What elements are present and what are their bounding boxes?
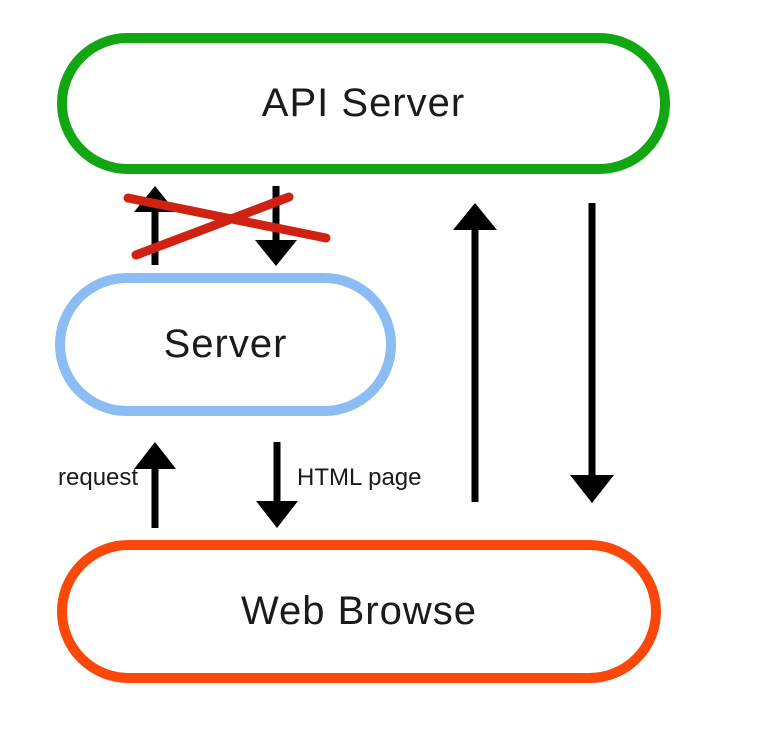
node-server: Server — [55, 273, 396, 416]
cross-out-x-icon — [123, 192, 331, 260]
arrowhead-down-icon — [255, 240, 297, 266]
node-web-browser-label: Web Browse — [240, 589, 477, 633]
node-web-browser: Web Browse — [57, 540, 661, 683]
node-server-label: Server — [163, 322, 288, 366]
cross-out-line-2 — [131, 192, 294, 260]
arrowhead-up-icon — [453, 203, 497, 230]
arrow-api-to-server-down — [255, 186, 297, 266]
edge-label-request: request — [58, 464, 139, 491]
arrow-web-to-server-up — [134, 442, 176, 528]
arrow-api-to-web-down — [570, 203, 614, 503]
node-api-server-label: API Server — [261, 81, 466, 125]
arrow-web-to-api-up — [453, 203, 497, 502]
arrowhead-up-icon — [134, 442, 176, 469]
arrow-server-to-web-down — [256, 442, 298, 528]
arrowhead-down-icon — [570, 475, 614, 503]
arrowhead-down-icon — [256, 501, 298, 528]
node-api-server: API Server — [57, 33, 670, 174]
edge-label-html-page: HTML page — [297, 464, 422, 491]
